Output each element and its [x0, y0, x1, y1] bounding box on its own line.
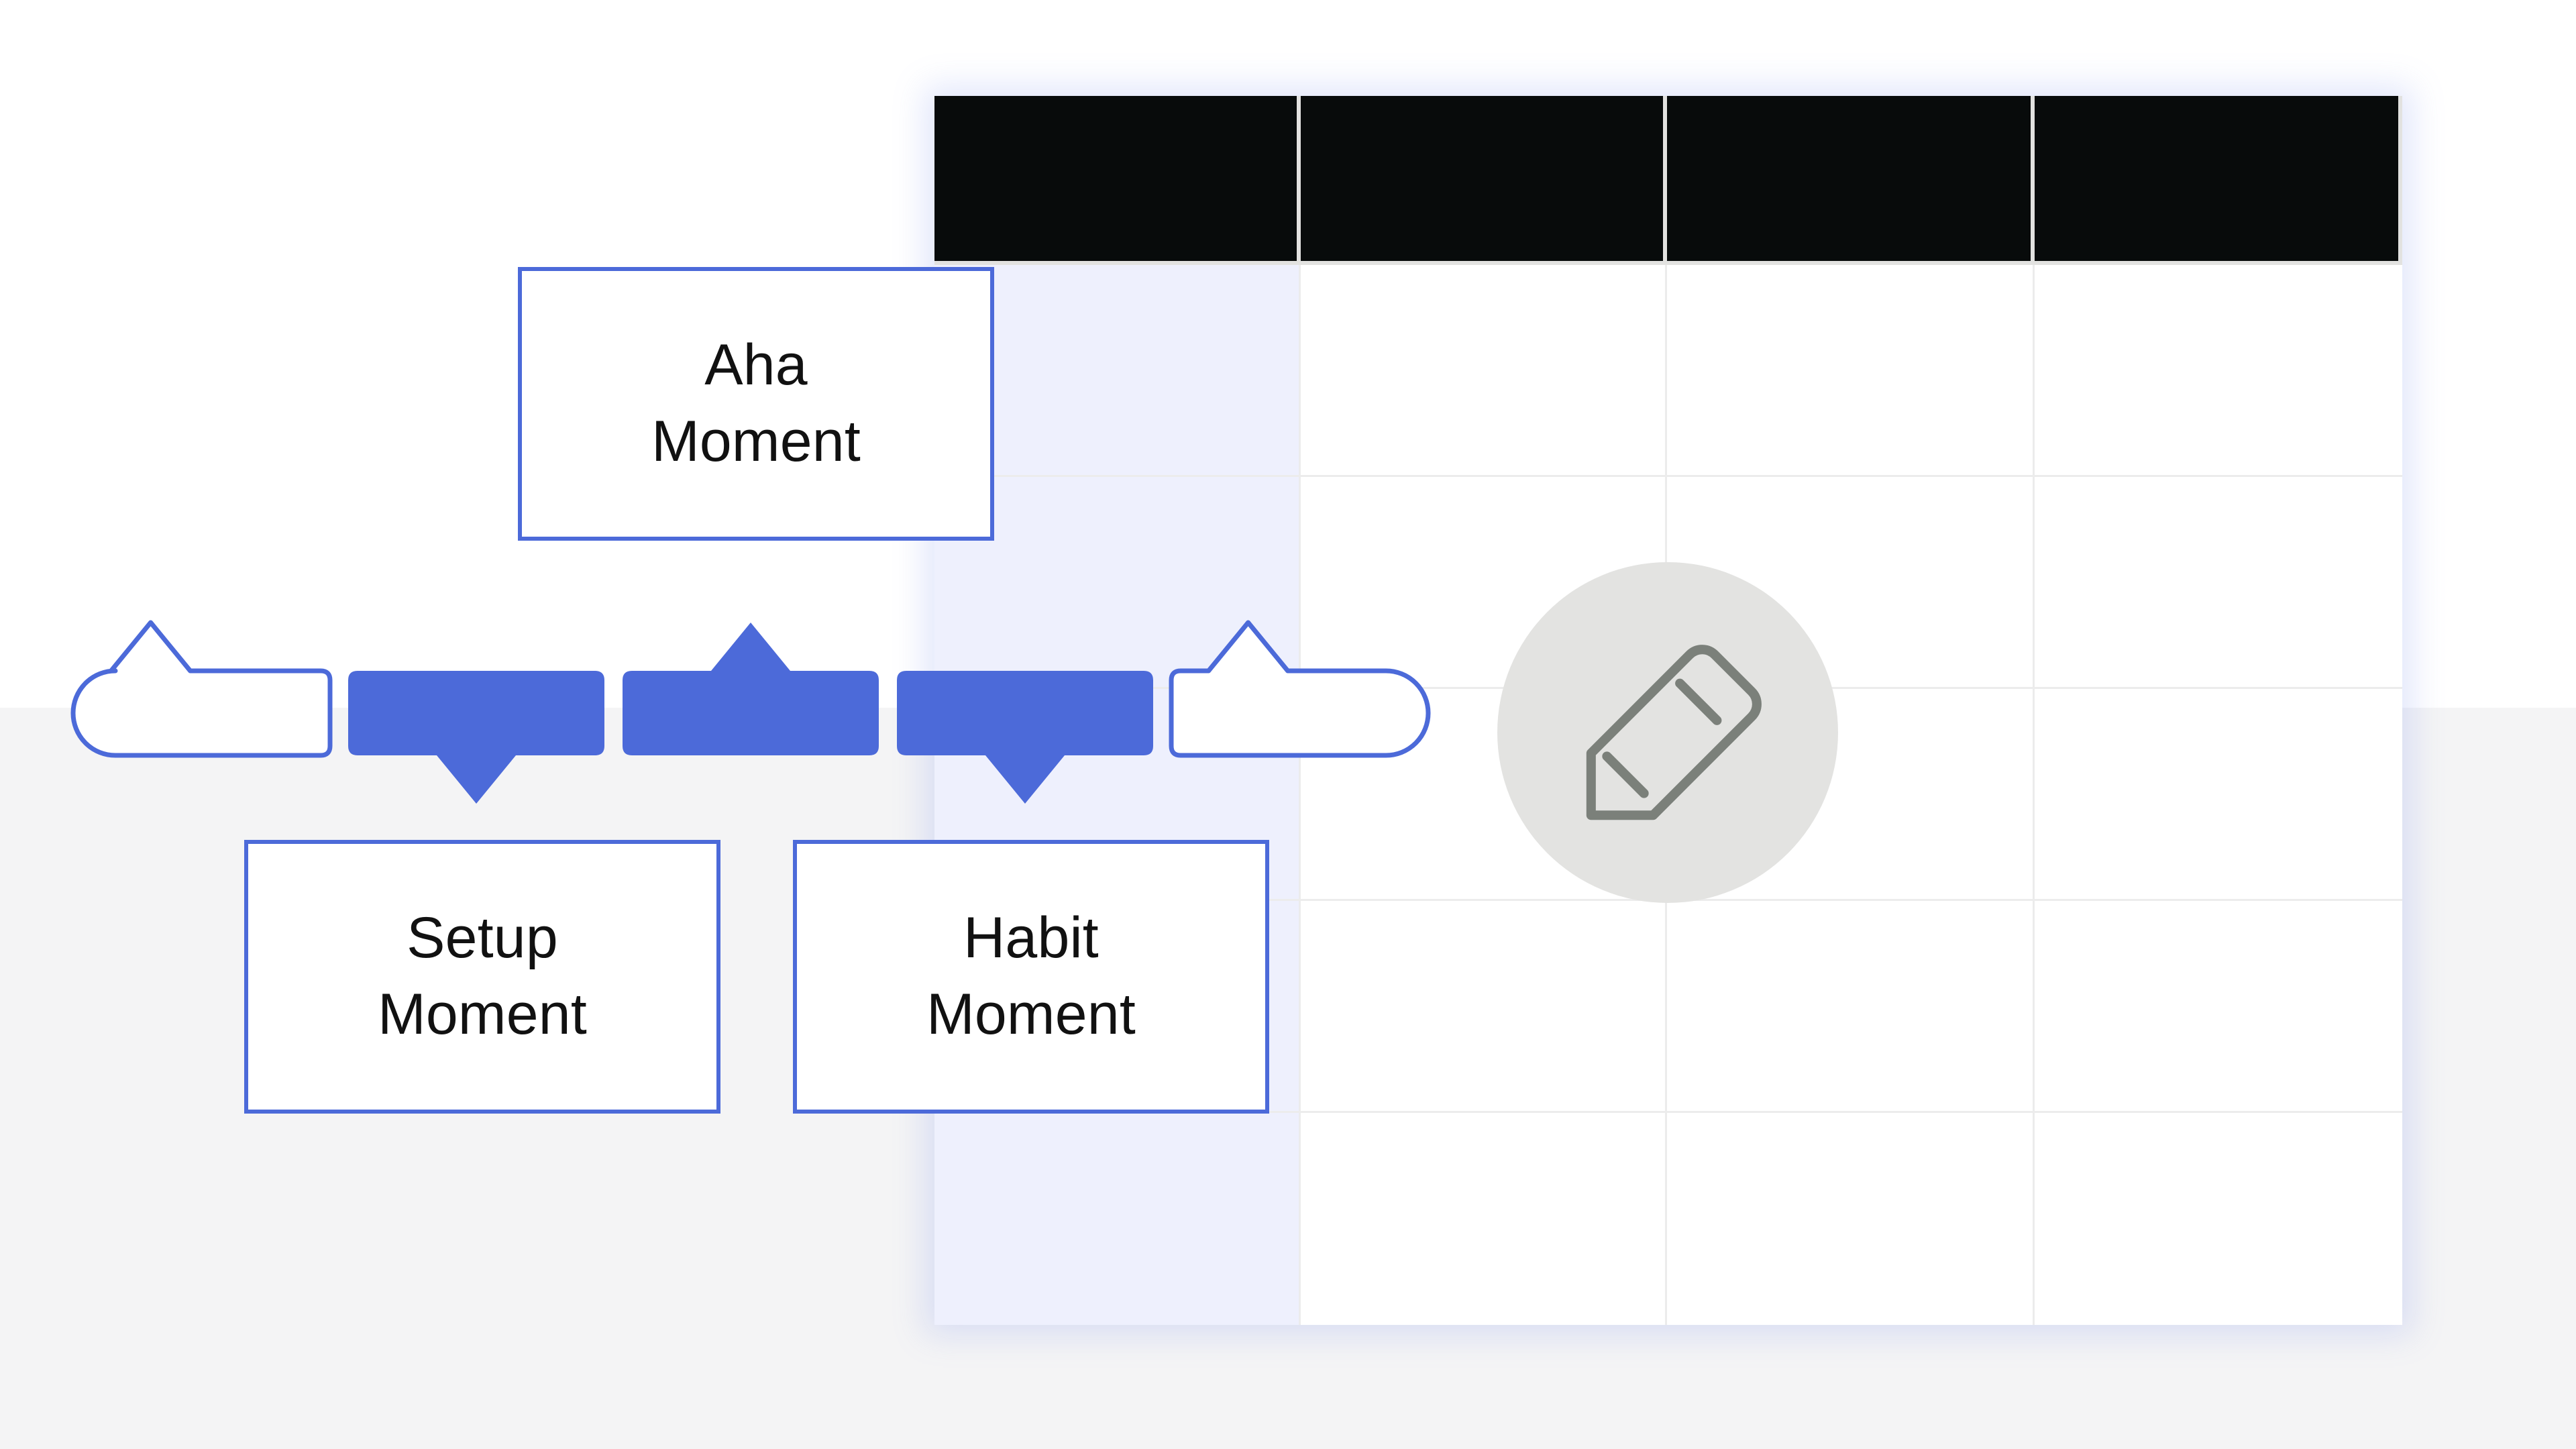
table-cell[interactable] — [2035, 901, 2402, 1113]
table-cell[interactable] — [1301, 1113, 1667, 1325]
timeline-segment-1[interactable] — [340, 614, 612, 812]
callout-setup-line2: Moment — [378, 982, 587, 1046]
timeline-segment-shape — [70, 620, 333, 758]
pencil-badge[interactable] — [1497, 562, 1838, 903]
callout-aha-line2: Moment — [651, 409, 861, 474]
callout-habit-line2: Moment — [926, 982, 1136, 1046]
table-cell[interactable] — [1667, 1113, 2035, 1325]
timeline-segment-shape — [348, 671, 604, 804]
table-cell[interactable] — [2035, 265, 2402, 477]
table-cell[interactable] — [934, 1113, 1301, 1325]
callout-aha-line1: Aha — [704, 333, 808, 398]
timeline-segment-shape — [897, 671, 1153, 804]
callout-setup-moment[interactable]: Setup Moment — [244, 840, 720, 1114]
table-header-cell — [1667, 96, 2035, 265]
table-cell[interactable] — [2035, 477, 2402, 689]
table-cell[interactable] — [1667, 901, 2035, 1113]
timeline-segment-shape — [623, 623, 879, 755]
callout-setup-line1: Setup — [407, 906, 558, 971]
callout-habit-line1: Habit — [963, 906, 1099, 971]
table-header-cell — [2035, 96, 2402, 265]
pencil-icon — [1570, 635, 1765, 830]
timeline-segment-2[interactable] — [614, 614, 887, 812]
table-cell[interactable] — [2035, 689, 2402, 901]
table-header-cell — [934, 96, 1301, 265]
timeline-segment-4[interactable] — [1163, 614, 1436, 812]
table-cell[interactable] — [2035, 1113, 2402, 1325]
callout-habit-moment[interactable]: Habit Moment — [793, 840, 1269, 1114]
timeline-segment-shape — [1169, 620, 1431, 758]
table-cell[interactable] — [1301, 265, 1667, 477]
table-cell[interactable] — [934, 265, 1301, 477]
callout-aha-moment[interactable]: Aha Moment — [518, 267, 994, 541]
table-cell[interactable] — [1667, 265, 2035, 477]
table-header-cell — [1301, 96, 1667, 265]
timeline-segment-0[interactable] — [66, 614, 338, 812]
table-cell[interactable] — [1301, 901, 1667, 1113]
timeline-segment-3[interactable] — [889, 614, 1161, 812]
